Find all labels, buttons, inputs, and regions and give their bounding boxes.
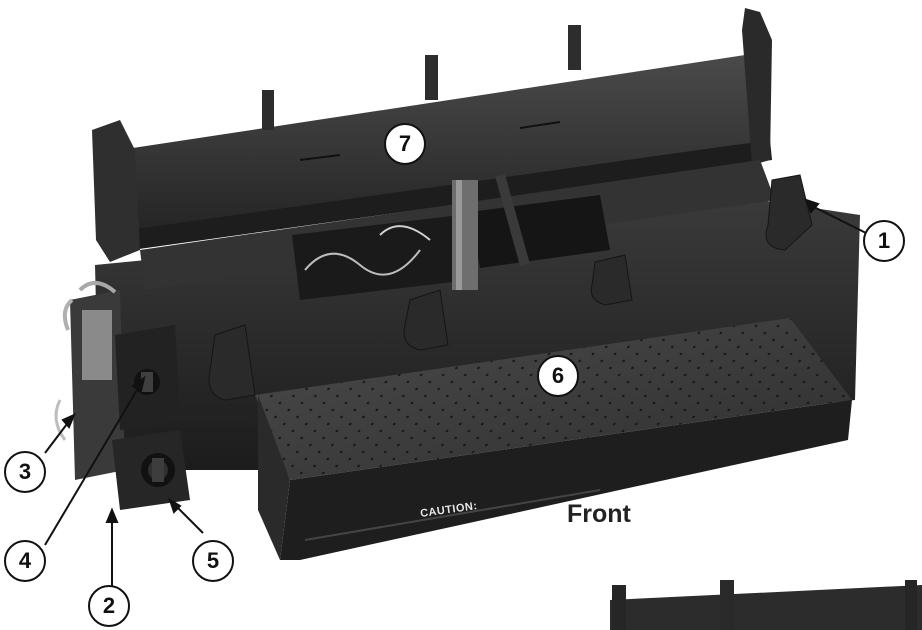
log-supports — [208, 174, 813, 401]
leader-lines — [44, 198, 871, 593]
callout-2: 2 — [88, 585, 130, 627]
callout-3: 3 — [4, 451, 46, 493]
callout-1: 1 — [863, 220, 905, 262]
callout-5: 5 — [192, 540, 234, 582]
callout-4: 4 — [4, 540, 46, 582]
front-caption: Front — [567, 500, 631, 528]
grate-back-rail — [92, 8, 772, 262]
secondary-unit-partial — [610, 580, 922, 630]
rail-tabs — [262, 25, 581, 130]
ember-pan — [255, 318, 852, 560]
callout-6: 6 — [537, 355, 579, 397]
callout-7: 7 — [384, 123, 426, 165]
